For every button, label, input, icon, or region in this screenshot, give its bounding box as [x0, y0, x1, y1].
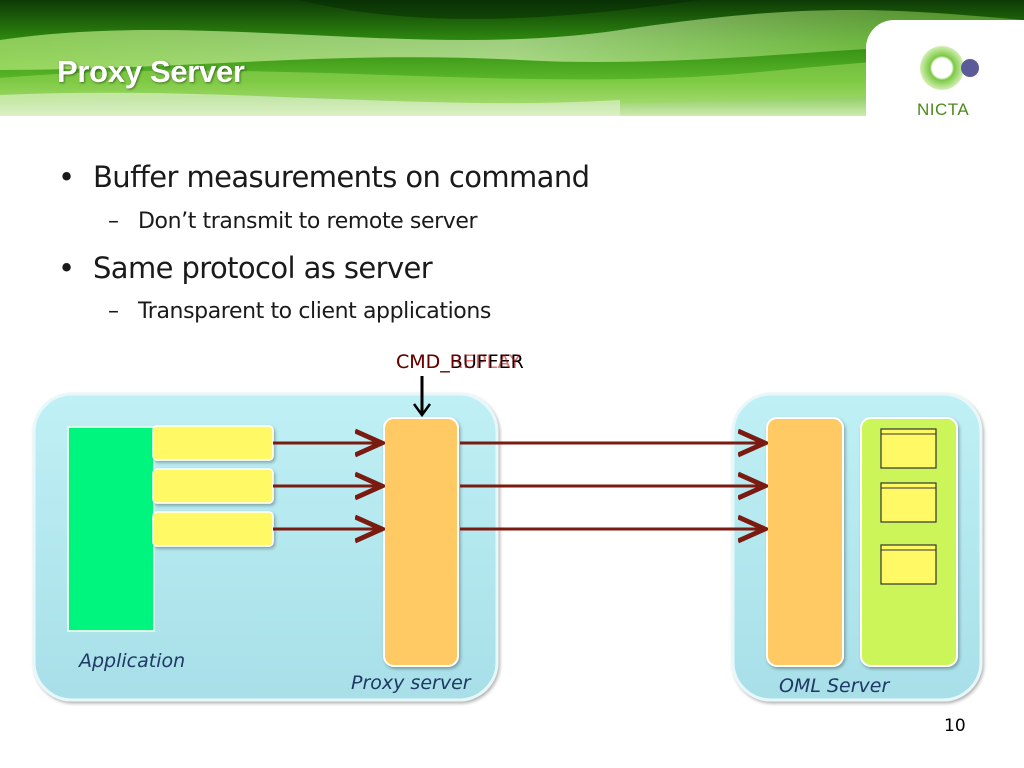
bullet-dot-icon: • [58, 251, 76, 285]
green-wave-background [0, 0, 1024, 116]
sub-bullet-text: Transparent to client applications [138, 299, 491, 324]
sub-bullet-dash: – [108, 299, 119, 324]
sub-bullet-dash: – [108, 209, 119, 234]
logo-text: NICTA [917, 100, 970, 119]
table-icon [880, 428, 937, 469]
command-label-buffer: CMD_BUFFER [396, 351, 524, 373]
nicta-logo-icon [920, 46, 979, 90]
proxy-server-caption: Proxy server [351, 672, 471, 694]
table-icon [880, 482, 937, 523]
application-caption: Application [79, 650, 186, 672]
oml-server-caption: OML Server [779, 675, 890, 697]
oml-server-box [766, 417, 844, 667]
bullet-dot-icon: • [58, 160, 76, 194]
slide-title: Proxy Server [57, 54, 245, 89]
header-banner [0, 0, 1024, 116]
measurement-stream-box [152, 468, 274, 504]
measurement-stream-box [152, 511, 274, 547]
application-bar [67, 426, 155, 632]
bullet-text: Buffer measurements on command [93, 160, 590, 194]
table-icon [880, 544, 937, 585]
command-label-replay: CMD_REPLAY [396, 351, 521, 373]
measurement-stream-box [152, 425, 274, 461]
database-box [860, 417, 958, 667]
bullet-text: Same protocol as server [93, 251, 433, 285]
proxy-server-box [383, 417, 459, 667]
command-arrowhead-icon [412, 403, 432, 418]
page-number: 10 [944, 716, 966, 736]
sub-bullet-text: Don’t transmit to remote server [138, 209, 478, 234]
